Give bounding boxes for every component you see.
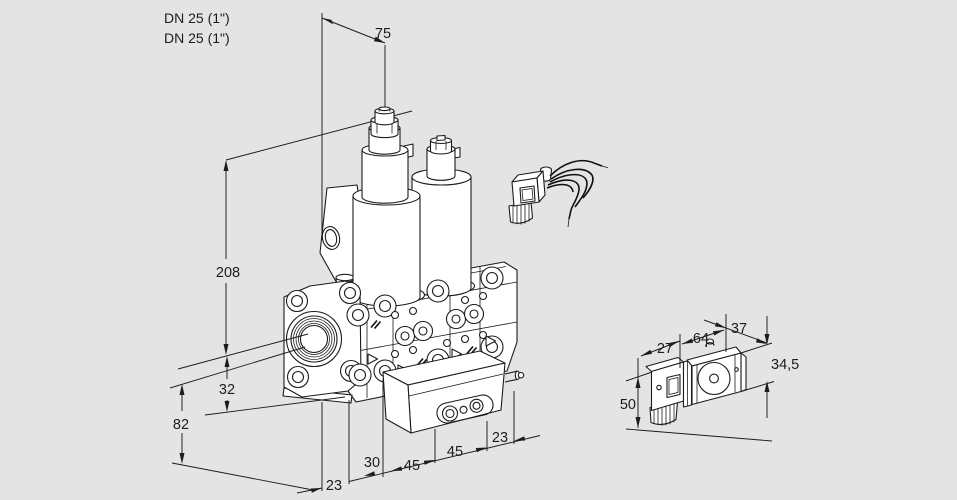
dim-height-bottom: 82 xyxy=(173,417,189,433)
dimensions-main-valve: 75 208 32 82 23 30 xyxy=(169,17,541,494)
cable-connector xyxy=(508,159,609,228)
dim-height-total: 208 xyxy=(216,265,240,281)
dim-pilot-body-depth: 37 xyxy=(731,321,747,337)
dn-label-bottom: DN 25 (1") xyxy=(164,30,230,46)
flange-boss xyxy=(282,280,363,404)
dn-label-top: DN 25 (1") xyxy=(164,10,230,26)
dim-height-flange: 32 xyxy=(219,382,235,398)
main-valve-drawing xyxy=(282,106,525,434)
dim-bottom-c: 45 xyxy=(447,444,463,460)
face-screws xyxy=(390,291,488,359)
solenoid-coil-left xyxy=(347,106,426,307)
dim-bottom-left: 23 xyxy=(326,478,342,494)
test-nipple xyxy=(504,370,525,383)
dimensions-pilot-valve: 50 27 64 37 34,5 xyxy=(620,314,799,428)
dim-bottom-right: 23 xyxy=(492,430,508,446)
dim-bottom-a: 30 xyxy=(364,455,380,471)
dim-bottom-b: 45 xyxy=(404,458,420,474)
dim-pilot-body-length: 64 xyxy=(693,331,709,347)
cable-harness xyxy=(546,159,609,228)
top-screw xyxy=(705,338,715,347)
dim-pilot-height-total: 50 xyxy=(620,397,636,413)
pilot-valve-drawing: 50 27 64 37 34,5 xyxy=(620,314,799,442)
vps-module xyxy=(382,350,525,434)
dim-width-top: 75 xyxy=(375,26,391,42)
dim-pilot-connector-width: 27 xyxy=(657,341,673,357)
solenoid-coil-right xyxy=(407,134,476,297)
dim-pilot-body-height: 34,5 xyxy=(771,357,799,373)
